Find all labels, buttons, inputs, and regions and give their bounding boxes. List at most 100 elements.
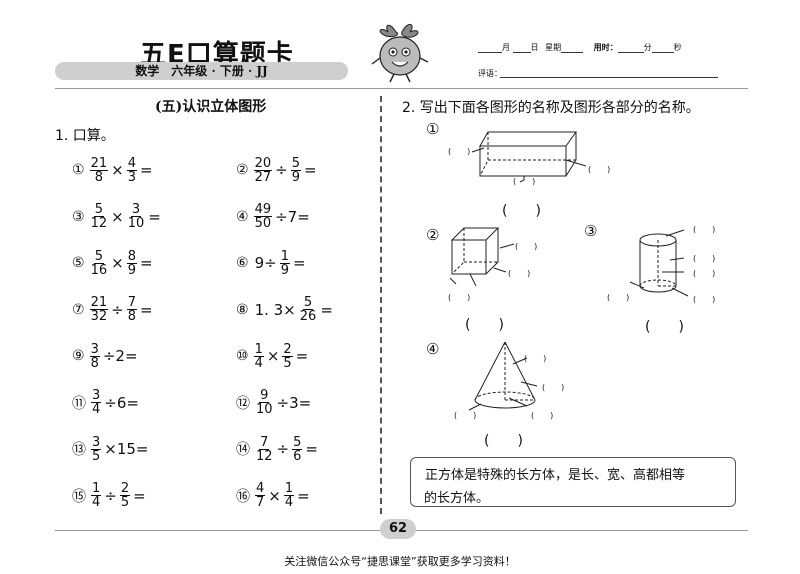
time-label: 用时： [593, 43, 618, 52]
denominator: 12 [90, 216, 108, 231]
answer-blank[interactable]: ( ) [588, 165, 611, 174]
answer-blank[interactable]: ( ) [693, 254, 716, 263]
denominator: 7 [256, 495, 265, 510]
denominator: 5 [120, 495, 130, 510]
figure-4-label: ④ [426, 340, 440, 358]
denominator: 4 [284, 495, 294, 510]
seconds-label: 秒 [673, 43, 682, 52]
denominator: 8 [94, 169, 103, 185]
denominator: 26 [299, 309, 317, 324]
answer-blank-large[interactable]: ( ) [484, 433, 523, 449]
answer-blank-large[interactable]: ( ) [465, 317, 504, 333]
comment-label: 评语： [478, 69, 502, 78]
cuboid-figure [471, 131, 587, 183]
operator: = [139, 300, 153, 319]
problem-number: ④ [236, 208, 249, 225]
numerator: 21 [89, 295, 109, 310]
denominator: 4 [92, 402, 101, 417]
answer-blank[interactable]: ( ) [513, 177, 536, 186]
operator: = [139, 254, 153, 272]
operator: = [292, 254, 306, 272]
answer-blank[interactable]: ( ) [508, 269, 531, 278]
section-title: (五)认识立体图形 [155, 99, 267, 115]
answer-blank[interactable]: ( ) [693, 269, 716, 278]
column-divider [380, 96, 382, 514]
numerator: 5 [290, 155, 301, 171]
answer-blank-large[interactable]: ( ) [502, 203, 541, 219]
numerator: 5 [93, 202, 104, 217]
numerator: 1 [279, 248, 290, 264]
denominator: 50 [254, 216, 272, 231]
numerator: 4 [126, 155, 137, 171]
operator: ÷7= [275, 207, 310, 226]
numerator: 4 [255, 481, 266, 496]
denominator: 9 [127, 262, 136, 278]
operator: ÷2= [102, 347, 138, 365]
cone-figure [468, 341, 538, 411]
numerator: 5 [93, 248, 104, 264]
denominator: 32 [90, 309, 108, 324]
numerator: 1 [91, 481, 102, 496]
numerator: 5 [292, 434, 303, 450]
problem-number: ⑫ [236, 395, 250, 412]
numerator: 2 [282, 341, 293, 357]
numerator: 2 [119, 481, 131, 496]
operator: = [133, 486, 146, 505]
problem-number: ⑪ [72, 395, 86, 412]
operator: × [111, 254, 124, 272]
problem-number: ② [236, 162, 249, 178]
denominator: 16 [90, 262, 108, 278]
numerator: 21 [89, 155, 109, 171]
operator: = [305, 440, 318, 458]
denominator: 9 [291, 169, 300, 185]
subtitle-text: 数学 六年级 · 下册 · JJ [135, 64, 268, 78]
operator: ÷ [111, 300, 124, 319]
numerator: 3 [89, 341, 100, 357]
answer-blank[interactable]: ( ) [693, 225, 716, 234]
denominator: 4 [254, 355, 263, 371]
answer-blank-large[interactable]: ( ) [645, 319, 684, 335]
answer-blank[interactable]: ( ) [693, 295, 716, 304]
numerator: 3 [130, 202, 142, 217]
figure-2-label: ② [426, 226, 440, 244]
cube-figure [449, 227, 515, 287]
operator: ÷ [275, 161, 288, 179]
numerator: 49 [253, 202, 273, 217]
answer-blank[interactable]: ( ) [524, 354, 547, 363]
answer-blank[interactable]: ( ) [515, 242, 538, 251]
cylinder-figure [629, 229, 689, 297]
denominator: 5 [92, 448, 101, 464]
numerator: 9 [259, 388, 270, 403]
denominator: 12 [256, 448, 273, 464]
numerator: 7 [259, 434, 270, 450]
answer-blank[interactable]: ( ) [607, 293, 630, 302]
answer-blank[interactable]: ( ) [542, 383, 565, 392]
answer-blank[interactable]: ( ) [448, 293, 471, 302]
problem-number: ① [72, 162, 85, 178]
answer-blank[interactable]: ( ) [448, 147, 471, 156]
numerator: 20 [253, 155, 273, 171]
answer-blank[interactable]: ( ) [531, 411, 554, 420]
denominator: 27 [254, 169, 272, 185]
problem-number: ⑯ [236, 488, 250, 505]
answer-blank[interactable]: ( ) [454, 411, 477, 420]
